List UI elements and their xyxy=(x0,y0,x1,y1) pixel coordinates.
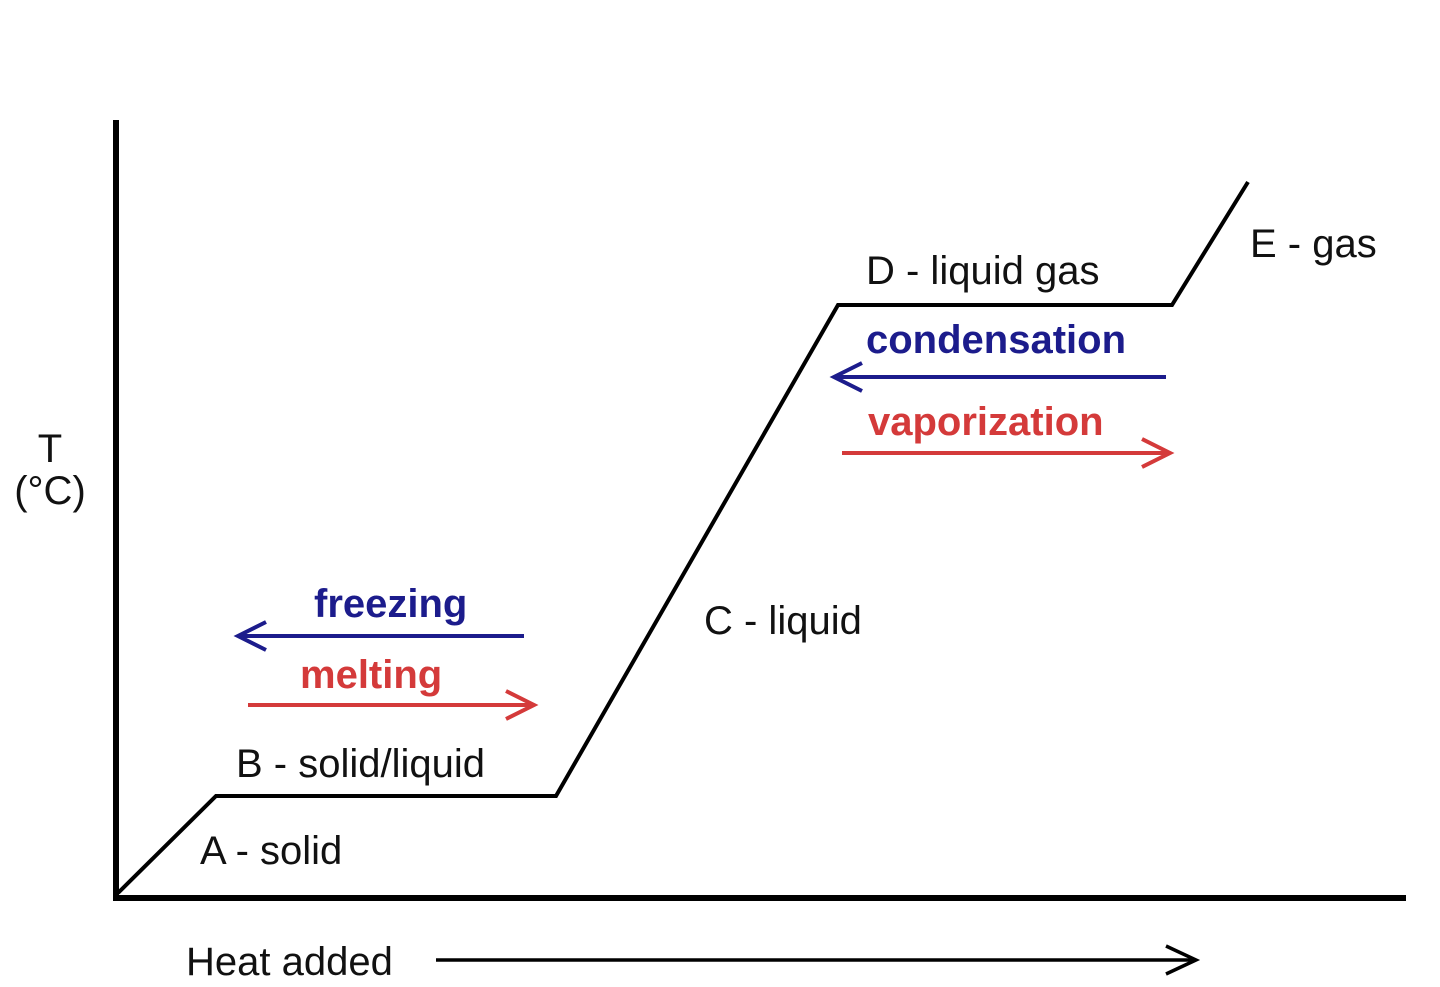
segment-label-d: D - liquid gas xyxy=(866,249,1100,293)
transition-label-freezing: freezing xyxy=(314,582,468,626)
segment-label-e: E - gas xyxy=(1250,222,1377,266)
heat-added-arrow xyxy=(436,944,1201,976)
freezing-arrow xyxy=(233,620,524,652)
condensation-arrow xyxy=(829,361,1166,393)
vaporization-arrow xyxy=(842,437,1175,469)
heating-curve-line xyxy=(116,180,1250,895)
melting-arrow xyxy=(248,689,539,721)
transition-label-melting: melting xyxy=(300,653,443,697)
x-axis-title: Heat added xyxy=(186,940,393,984)
transition-label-condensation: condensation xyxy=(866,318,1127,362)
transition-label-vaporization: vaporization xyxy=(868,400,1104,444)
segment-label-a: A - solid xyxy=(200,829,343,873)
segment-label-b: B - solid/liquid xyxy=(236,742,486,786)
segment-label-c: C - liquid xyxy=(704,599,862,643)
y-axis-label-temperature: T xyxy=(37,427,63,471)
y-axis-title: T (°C) xyxy=(10,428,90,512)
y-axis-label-unit: (°C) xyxy=(14,469,86,513)
